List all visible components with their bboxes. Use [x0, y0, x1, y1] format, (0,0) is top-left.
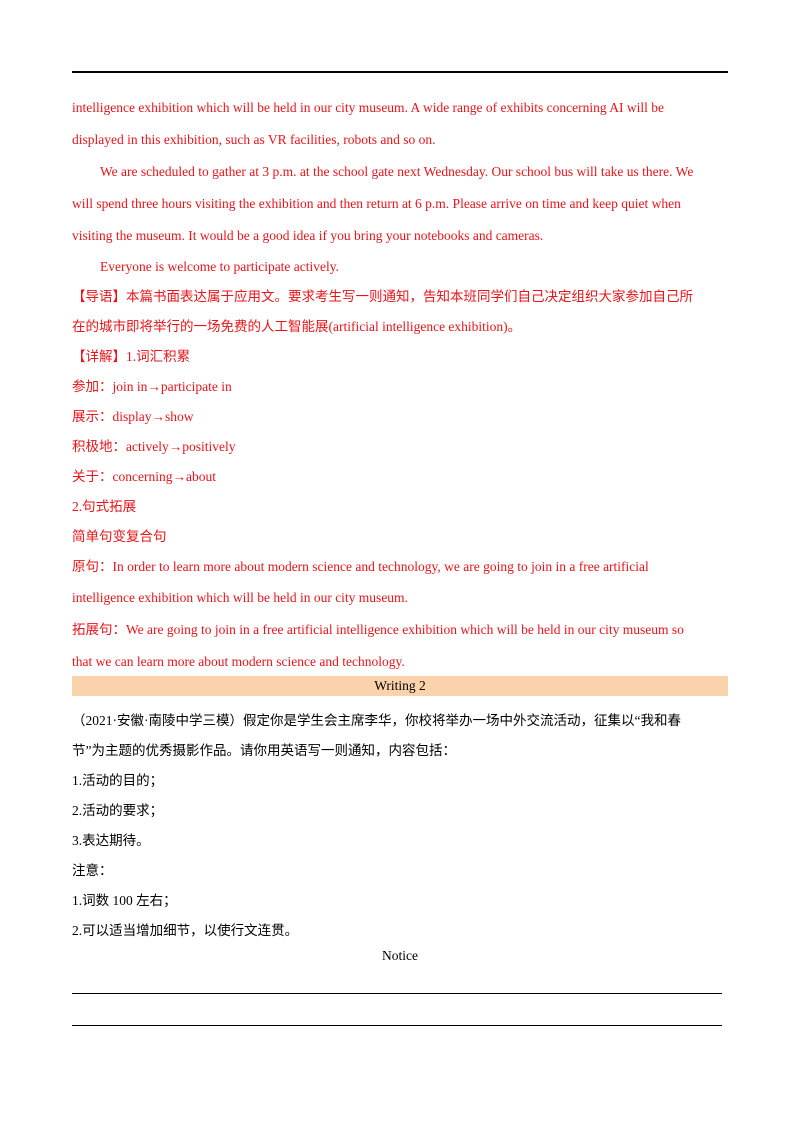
sample-text-line: visiting the museum. It would be a good …	[72, 228, 544, 243]
vocab-item: 参加：join in→participate in	[72, 379, 232, 394]
section-subheading: 简单句变复合句	[72, 529, 167, 544]
sample-text-line: We are scheduled to gather at 3 p.m. at …	[100, 164, 694, 179]
answer-line	[72, 1025, 722, 1026]
writing-2-banner: Writing 2	[72, 676, 728, 696]
note-item: 2.可以适当增加细节，以使行文连贯。	[72, 923, 299, 938]
original-sentence: intelligence exhibition which will be he…	[72, 590, 408, 605]
guide-line: 在的城市即将举行的一场免费的人工智能展(artificial intellige…	[72, 319, 522, 334]
expanded-sentence: 拓展句：We are going to join in a free artif…	[72, 622, 684, 637]
sample-text-line: displayed in this exhibition, such as VR…	[72, 132, 436, 147]
guide-line: 【导语】本篇书面表达属于应用文。要求考生写一则通知，告知本班同学们自己决定组织大…	[72, 289, 693, 304]
expanded-sentence: that we can learn more about modern scie…	[72, 654, 405, 669]
vocab-item: 展示：display→show	[72, 409, 194, 424]
writing-2-task: （2021·安徽·南陵中学三模）假定你是学生会主席李华，你校将举办一场中外交流活…	[72, 706, 728, 946]
notice-title: Notice	[382, 948, 418, 963]
original-sentence: 原句：In order to learn more about modern s…	[72, 559, 649, 574]
prompt-line: （2021·安徽·南陵中学三模）假定你是学生会主席李华，你校将举办一场中外交流活…	[72, 713, 681, 728]
prompt-line: 节”为主题的优秀摄影作品。请你用英语写一则通知，内容包括：	[72, 743, 456, 758]
vocab-item: 积极地：actively→positively	[72, 439, 236, 454]
answer-section: intelligence exhibition which will be he…	[72, 92, 728, 678]
sample-text-line: Everyone is welcome to participate activ…	[100, 259, 340, 274]
answer-line	[72, 993, 722, 994]
section-heading: 2.句式拓展	[72, 499, 137, 514]
header-rule	[72, 71, 728, 73]
note-item: 1.词数 100 左右；	[72, 893, 177, 908]
sample-text-line: intelligence exhibition which will be he…	[72, 100, 664, 115]
sample-text-line: will spend three hours visiting the exhi…	[72, 196, 681, 211]
content-point: 1.活动的目的；	[72, 773, 164, 788]
detail-heading: 【详解】1.词汇积累	[72, 349, 191, 364]
content-point: 2.活动的要求；	[72, 803, 164, 818]
content-point: 3.表达期待。	[72, 833, 150, 848]
notes-heading: 注意：	[72, 863, 113, 878]
vocab-item: 关于：concerning→about	[72, 469, 216, 484]
